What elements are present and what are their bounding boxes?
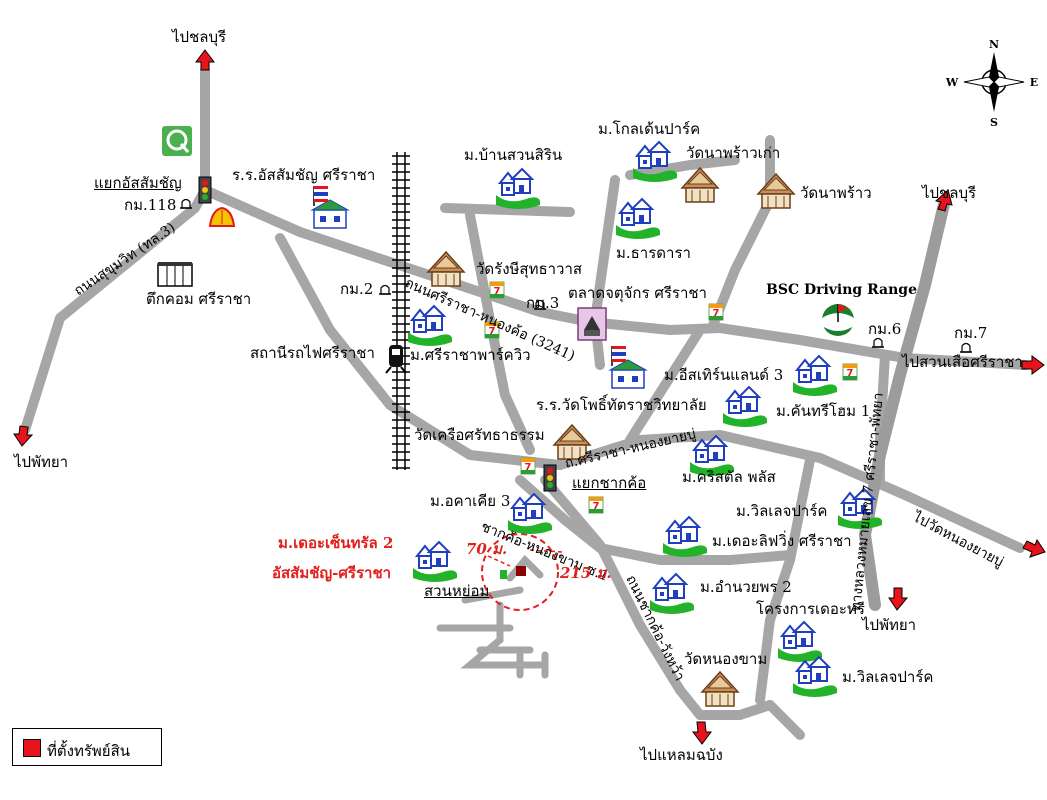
label-ban-suan-sirin: ม.บ้านสวนสิริน (464, 146, 563, 164)
label-wat-nong-kham: วัดหนองขาม (684, 650, 768, 668)
building-icon (157, 262, 193, 287)
label-kantree-home: ม.คันทรีโฮม 1 (776, 402, 871, 420)
label-chak-kho-junction: แยกชากค้อ (572, 474, 647, 492)
label-km6: กม.6 (868, 320, 902, 338)
shell-icon (208, 206, 236, 227)
market-icon (577, 307, 607, 341)
label-the-central-1: ม.เดอะเซ็นทรัล 2 (278, 534, 394, 552)
label-wat-na-phrao-kao: วัดนาพร้าวเก่า (686, 144, 781, 162)
legend: ที่ตั้งทรัพย์สิน (12, 728, 162, 766)
label-amnuayporn: ม.อำนวยพร 2 (700, 578, 792, 596)
road-network (20, 65, 1030, 740)
legend-swatch (23, 739, 41, 757)
label-assumption-school: ร.ร.อัสสัมชัญ ศรีราชา (232, 166, 376, 184)
label-acacia: ม.อคาเคีย 3 (430, 492, 511, 510)
highways (858, 194, 951, 611)
label-villa-park1: ม.วิลเลจปาร์ค (736, 502, 828, 520)
train-icon (385, 345, 407, 374)
label-suan-ya-om: สวนหย่อม (424, 582, 490, 600)
label-jatujak-market: ตลาดจตุจักร ศรีราชา (568, 284, 707, 302)
label-dist-70: 70 ม. (466, 540, 508, 558)
direction-arrows (13, 49, 1046, 745)
label-eastern-land: ม.อีสเทิร์นแลนด์ 3 (664, 366, 784, 384)
compass-n: N (989, 38, 999, 51)
label-wat-rang: วัดรังษีสุทธาวาส (476, 260, 583, 278)
label-thara-dara: ม.ธารดารา (616, 244, 691, 262)
logo-icon (162, 126, 192, 156)
label-crystal-plus: ม.คริสตัล พลัส (682, 468, 776, 486)
legend-label: ที่ตั้งทรัพย์สิน (47, 742, 130, 760)
label-tikcom: ตึกคอม ศรีราชา (146, 290, 252, 308)
compass-icon: N S W E (945, 38, 1038, 129)
compass-s: S (990, 116, 998, 129)
label-wat-na-phrao: วัดนาพร้าว (800, 184, 872, 202)
label-the-tree: โครงการเดอะทรี (756, 600, 865, 618)
label-the-central-2: อัสสัมชัญ-ศรีราชา (272, 564, 392, 582)
label-sriracha-station: สถานีรถไฟศรีราชา (250, 344, 375, 362)
label-km3: กม.3 (526, 294, 560, 312)
railway-ties (392, 155, 410, 469)
label-golden-park: ม.โกลเด้นปาร์ค (598, 120, 701, 138)
label-to-chonburi-ne: ไปชลบุรี (922, 184, 977, 202)
label-km2: กม.2 (340, 280, 374, 298)
label-villa-park2: ม.วิลเลจปาร์ค (842, 668, 934, 686)
label-assumption-junction: แยกอัสสัมชัญ (94, 174, 182, 192)
label-living-sriracha: ม.เดอะลิฟวิ่ง ศรีราชา (712, 532, 852, 550)
label-km118: กม.118 (124, 196, 177, 214)
label-bsc: BSC Driving Range (766, 282, 917, 298)
property-area (481, 533, 563, 611)
compass-e: E (1030, 76, 1038, 89)
compass-w: W (945, 76, 959, 89)
label-to-suan-suea: ไปสวนเสือศรีราชา (902, 353, 1023, 371)
railway (396, 152, 406, 470)
label-to-pattaya-se: ไปพัทยา (862, 616, 917, 634)
label-wat-pho-school: ร.ร.วัดโพธิ์ทัตราชวิทยาลัย (536, 396, 707, 414)
label-km7: กม.7 (954, 324, 988, 342)
label-wat-khruea: วัดเครือศรัทธาธรรม (414, 426, 545, 444)
label-dist-215: 215 ม. (560, 564, 612, 582)
label-to-pattaya-w: ไปพัทยา (14, 453, 69, 471)
road-label-sukhumvit: ถนนสุขุมวิท (ทล.3) (71, 220, 178, 300)
golf-icon (822, 304, 854, 336)
minor-roads (436, 554, 549, 679)
label-to-chonburi-nw: ไปชลบุรี (172, 28, 227, 46)
label-sriracha-park-view: ม.ศรีราชาพาร์ควิว (410, 346, 531, 364)
label-to-laem-chabang: ไปแหลมฉบัง (640, 746, 723, 764)
